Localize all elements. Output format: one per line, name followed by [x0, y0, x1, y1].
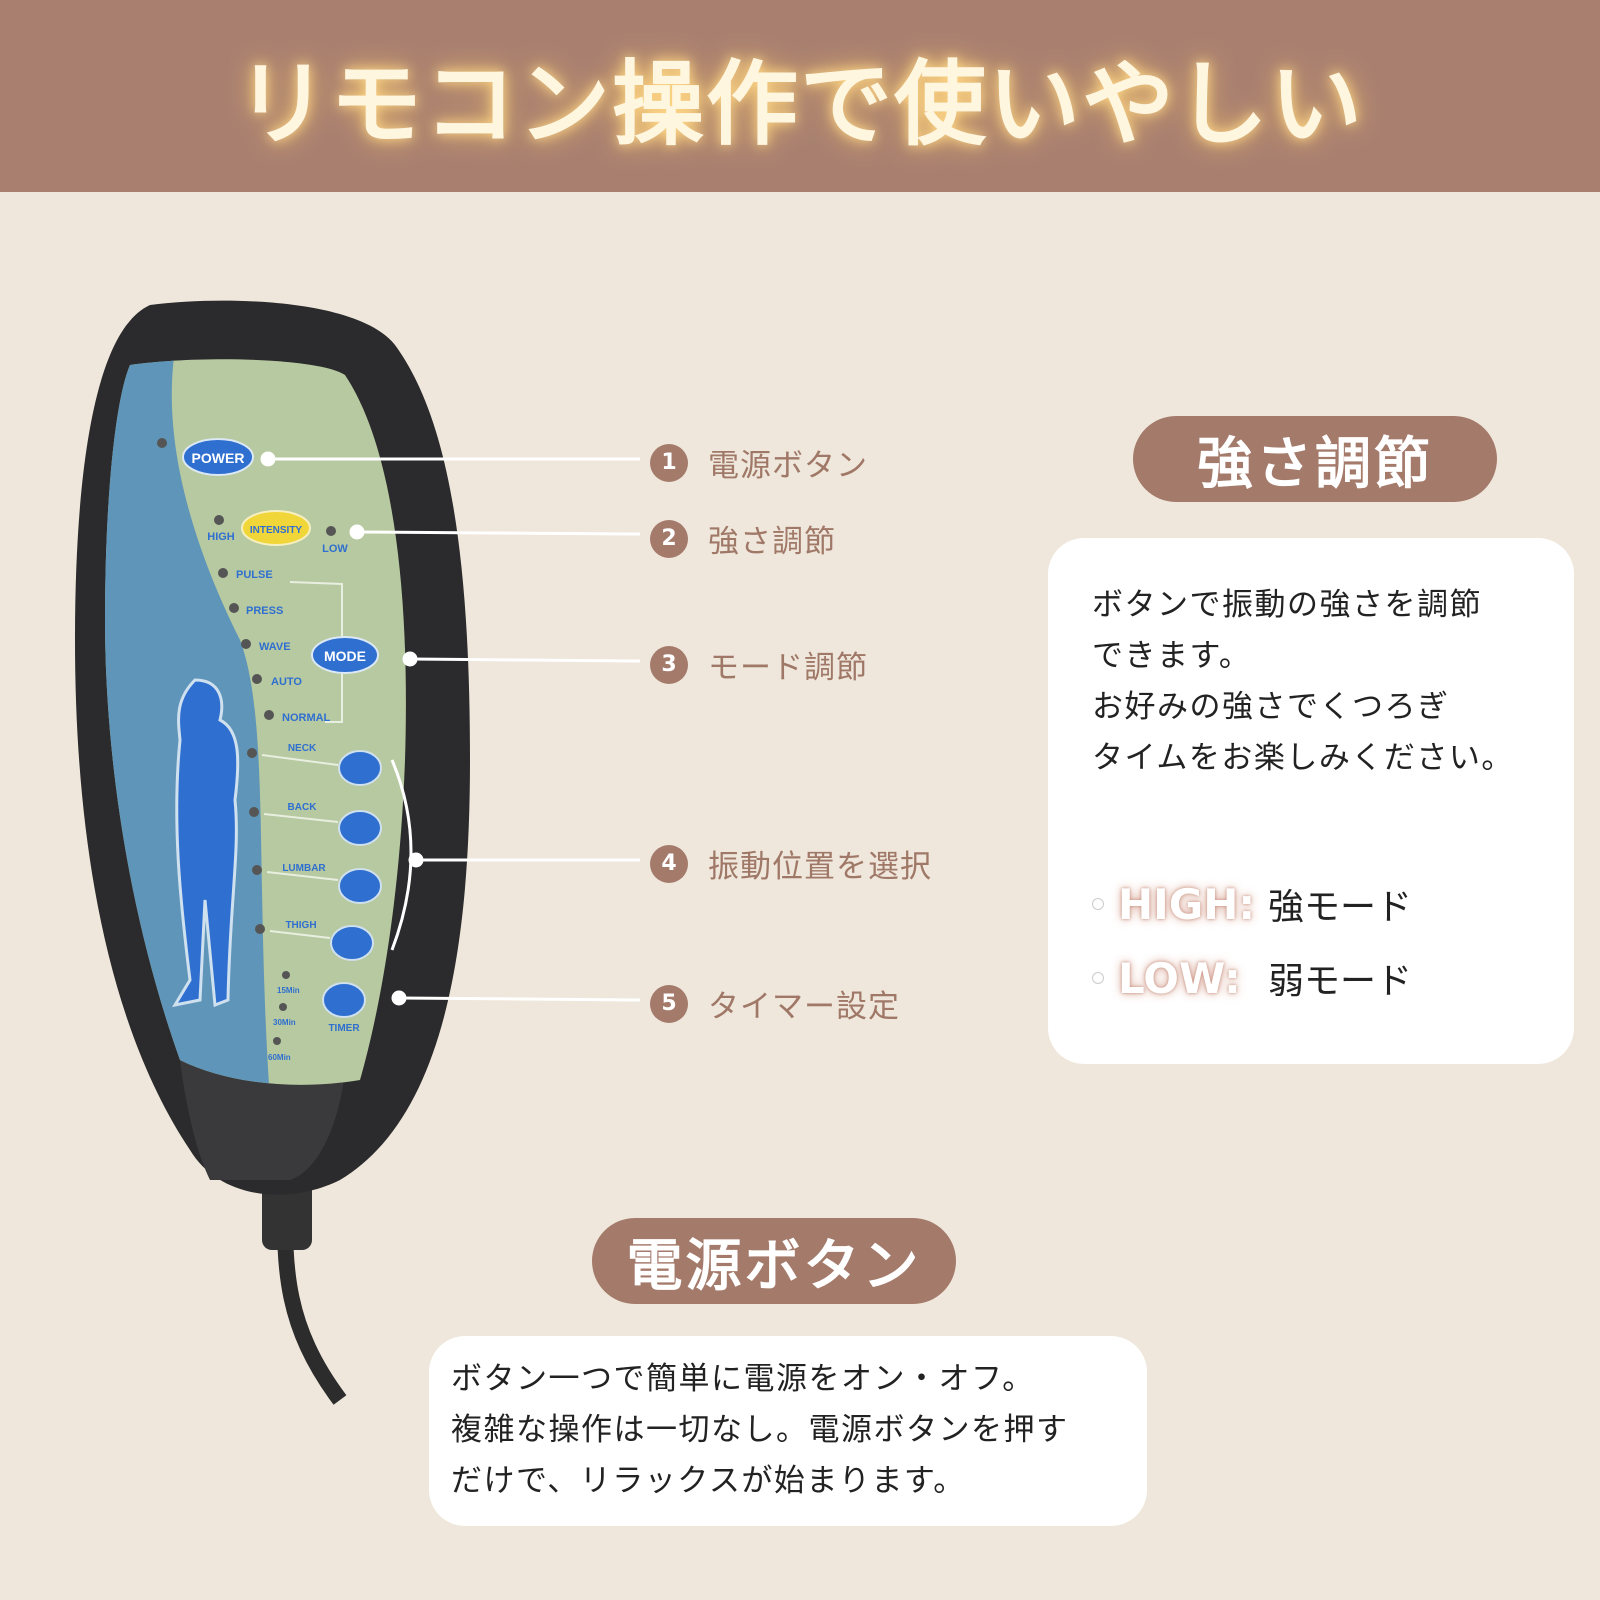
callout-intensity: 2 強さ調節 [650, 516, 836, 561]
callout-number: 2 [650, 519, 688, 558]
callout-number: 3 [650, 645, 688, 684]
description-line: ボタン一つで簡単に電源をオン・オフ。 [451, 1361, 1035, 1397]
timer-15-label: 15Min [277, 986, 300, 995]
mode-button-label: MODE [324, 648, 366, 664]
power-button[interactable] [182, 438, 254, 476]
power-button-label: POWER [192, 450, 245, 466]
timer-60-label: 60Min [268, 1053, 291, 1062]
description-line: だけで、リラックスが始まります。 [451, 1463, 966, 1499]
mode-key: LOW: [1118, 953, 1241, 1003]
back-button[interactable] [338, 810, 382, 846]
thigh-button[interactable] [330, 925, 374, 961]
description-line: できます。 [1092, 638, 1252, 674]
power-led [157, 438, 167, 448]
description-line: 複雑な操作は一切なし。電源ボタンを押す [451, 1412, 1069, 1448]
callout-label: 強さ調節 [708, 524, 836, 560]
intensity-description-card: ボタンで振動の強さを調節 できます。 お好みの強さでくつろぎ タイムをお楽しみく… [1048, 538, 1574, 1064]
intensity-low-label: LOW [322, 543, 348, 555]
callout-number: 1 [650, 443, 688, 482]
callout-mode: 3 モード調節 [650, 642, 868, 687]
position-lumbar-label: LUMBAR [282, 863, 326, 874]
callout-power: 1 電源ボタン [650, 440, 868, 485]
description-line: お好みの強さでくつろぎ [1092, 689, 1450, 725]
power-section-title: 電源ボタン [592, 1218, 956, 1304]
timer-button[interactable] [322, 982, 366, 1018]
intensity-high-label: HIGH [207, 531, 235, 543]
mode-low-row: LOW: 弱モード [1092, 952, 1574, 1004]
mode-normal-label: NORMAL [282, 712, 331, 724]
callout-label: モード調節 [708, 650, 868, 686]
timer-30-label: 30Min [273, 1018, 296, 1027]
bullet-icon [1092, 972, 1104, 984]
mode-value: 強モード [1268, 887, 1413, 928]
description-line: ボタンで振動の強さを調節 [1092, 587, 1482, 623]
intensity-button[interactable] [241, 510, 311, 546]
callout-position: 4 振動位置を選択 [650, 841, 932, 886]
description-line: タイムをお楽しみください。 [1092, 740, 1514, 776]
neck-button[interactable] [338, 750, 382, 786]
callout-label: 振動位置を選択 [708, 849, 932, 885]
intensity-button-label: INTENSITY [250, 525, 303, 536]
callout-number: 4 [650, 844, 688, 883]
power-description-card: ボタン一つで簡単に電源をオン・オフ。 複雑な操作は一切なし。電源ボタンを押す だ… [429, 1336, 1147, 1526]
page-title: リモコン操作で使いやしい [235, 50, 1364, 158]
bullet-icon [1092, 898, 1104, 910]
callout-number: 5 [650, 984, 688, 1023]
callout-label: 電源ボタン [708, 448, 868, 484]
intensity-section-title: 強さ調節 [1133, 416, 1497, 502]
lumbar-button[interactable] [338, 868, 382, 904]
header-banner: リモコン操作で使いやしい [0, 0, 1600, 192]
body-silhouette-icon [171, 678, 240, 1008]
mode-auto-label: AUTO [271, 676, 302, 688]
callout-label: タイマー設定 [708, 989, 900, 1025]
callout-lines [260, 451, 641, 1006]
mode-press-label: PRESS [246, 605, 283, 617]
mode-button[interactable] [311, 636, 379, 674]
mode-wave-label: WAVE [259, 641, 291, 653]
position-back-label: BACK [288, 802, 318, 813]
mode-key: HIGH: [1118, 879, 1256, 929]
position-neck-label: NECK [288, 743, 317, 754]
mode-pulse-label: PULSE [236, 569, 273, 581]
mode-high-row: HIGH: 強モード [1092, 878, 1574, 930]
mode-value: 弱モード [1268, 961, 1413, 1002]
timer-button-label: TIMER [328, 1023, 360, 1034]
callout-timer: 5 タイマー設定 [650, 981, 900, 1026]
position-thigh-label: THIGH [285, 920, 316, 931]
